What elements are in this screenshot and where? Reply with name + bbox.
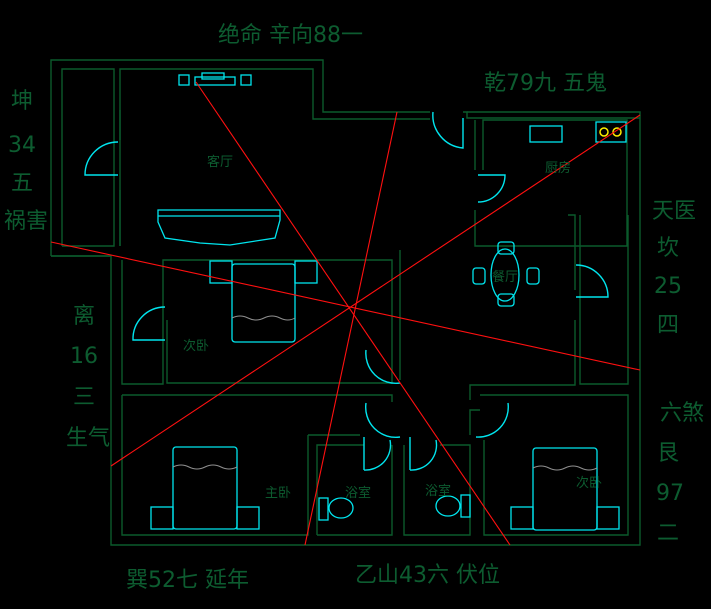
- annotation-left-mid: 生气: [66, 426, 110, 451]
- annotation-right-bottom: 艮: [657, 441, 679, 466]
- toilet-icon: [435, 494, 471, 518]
- doors: [84, 111, 609, 471]
- dining-table: [490, 248, 520, 302]
- annotation-right-bottom: 二: [657, 521, 679, 546]
- annotation-bottom-center: 乙山43六 伏位: [355, 563, 500, 588]
- room-label-second-bedroom: 次卧: [183, 338, 209, 354]
- annotation-left-top: 坤: [11, 89, 33, 114]
- room-label-master-bedroom: 主卧: [265, 486, 291, 501]
- toilet-icon: [318, 497, 354, 521]
- direction-axes: [50, 81, 641, 546]
- room-label-living: 客厅: [207, 154, 233, 170]
- annotation-left-mid: 离: [73, 304, 95, 329]
- sink-icon: [529, 125, 563, 143]
- annotation-left-mid: 16: [70, 344, 98, 369]
- bed: [209, 260, 318, 343]
- annotation-bottom-left: 巽52七 延年: [126, 568, 249, 593]
- bed: [510, 447, 620, 531]
- tv-cabinet: [194, 76, 236, 86]
- walls: [50, 59, 641, 546]
- annotation-left-mid: 三: [73, 385, 95, 410]
- annotation-top-right: 乾79九 五鬼: [484, 71, 607, 96]
- annotation-top: 绝命 辛向88一: [218, 23, 363, 48]
- speaker-icon: [240, 74, 252, 86]
- stove-icon: [595, 121, 627, 143]
- annotation-right-top: 四: [657, 313, 679, 338]
- annotation-right-bottom: 六煞: [660, 401, 704, 426]
- sofa: [157, 209, 281, 246]
- room-label-bathroom: 浴室: [345, 485, 371, 501]
- annotation-right-top: 天医: [652, 199, 696, 224]
- bed: [150, 446, 260, 530]
- speaker-icon: [178, 74, 190, 86]
- annotation-right-bottom: 97: [656, 481, 684, 506]
- room-label-dining: 餐厅: [492, 269, 518, 285]
- annotation-left-top: 34: [8, 133, 36, 158]
- annotation-left-top: 祸害: [4, 209, 48, 234]
- annotation-left-top: 五: [11, 171, 33, 196]
- room-labels: 客厅 厨房 餐厅 次卧 次卧 主卧 浴室 浴室: [183, 154, 602, 501]
- room-label-second-bedroom: 次卧: [576, 475, 602, 491]
- furniture: [150, 72, 627, 531]
- room-label-bathroom: 浴室: [425, 483, 451, 499]
- fengshui-annotations: 绝命 辛向88一 乾79九 五鬼 巽52七 延年 乙山43六 伏位 坤 34 五…: [4, 23, 704, 593]
- room-label-kitchen: 厨房: [545, 160, 571, 176]
- annotation-right-top: 坎: [657, 236, 679, 261]
- annotation-right-top: 25: [654, 274, 682, 299]
